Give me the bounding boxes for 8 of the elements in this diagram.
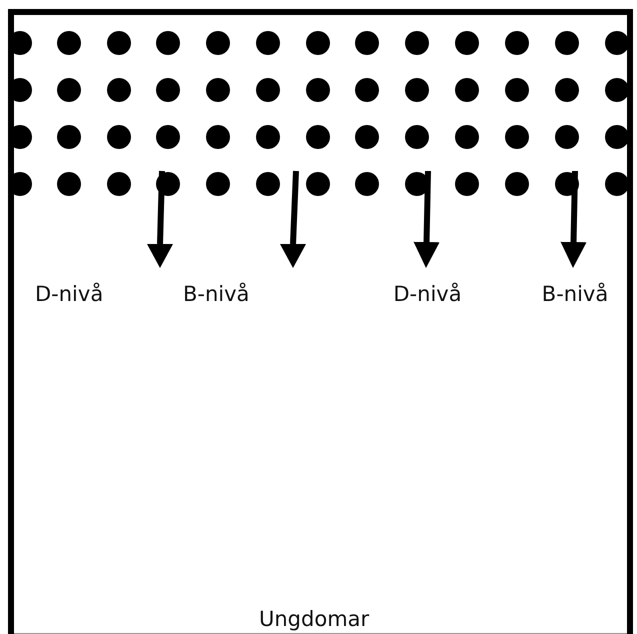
arrow bbox=[414, 170, 440, 268]
level-label: B-nivå bbox=[530, 268, 620, 308]
level-label: B-nivå bbox=[183, 282, 250, 308]
level-label: D-nivå bbox=[35, 282, 104, 308]
group-label: Ungdomar bbox=[259, 606, 370, 632]
arrow bbox=[560, 170, 587, 268]
level-label: D-nivå bbox=[380, 268, 475, 308]
frame-box bbox=[8, 9, 633, 634]
